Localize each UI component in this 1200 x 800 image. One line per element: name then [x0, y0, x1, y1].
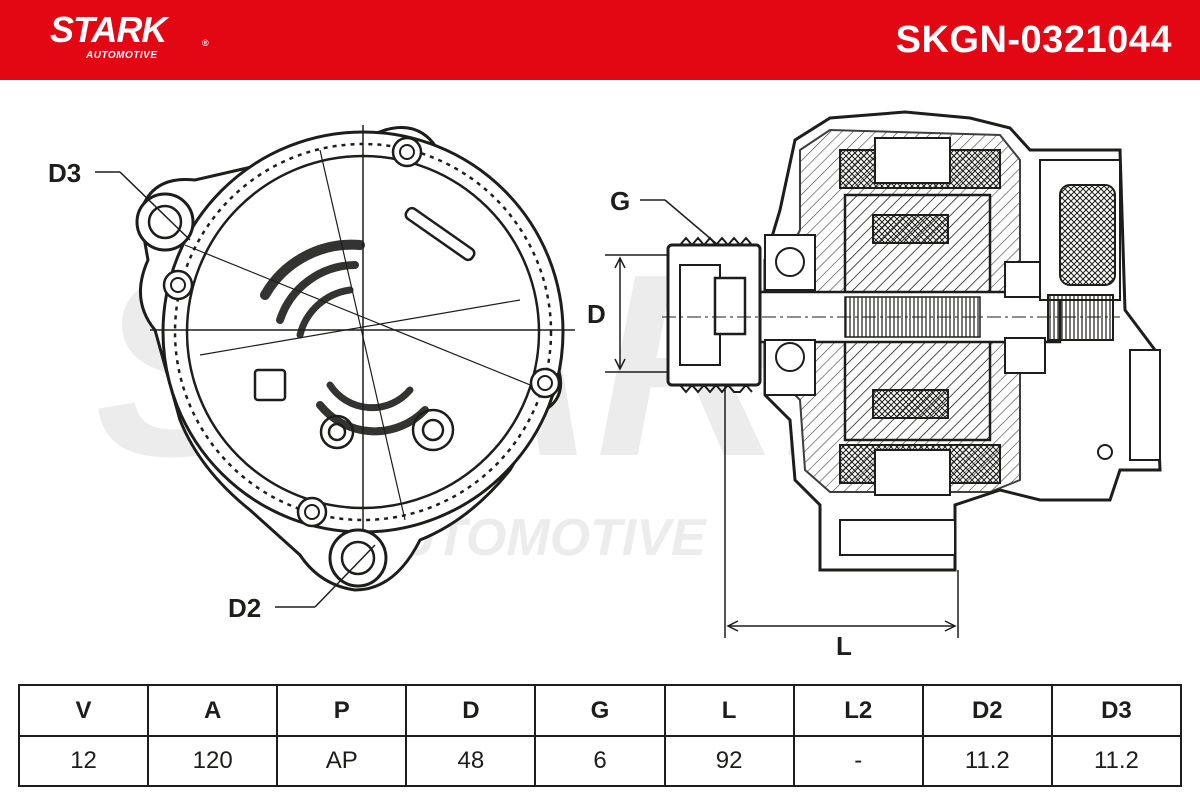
spec-value-l2: - [792, 735, 924, 787]
spec-header-row: V A P D G L L2 D2 D3 [17, 684, 1183, 737]
header-bar: STARK ® AUTOMOTIVE SKGN-0321044 [0, 0, 1200, 80]
part-number: SKGN-0321044 [895, 19, 1172, 61]
dimension-d3: D3 [48, 158, 191, 241]
stark-logo: STARK ® AUTOMOTIVE [50, 9, 209, 62]
spec-header-d: D [405, 684, 537, 737]
spec-header-d2: D2 [921, 684, 1053, 737]
alternator-front-view [135, 125, 575, 592]
spec-header-v: V [17, 684, 150, 737]
technical-drawing: STARK AUTOMOTIVE [48, 110, 1162, 661]
label-d3: D3 [48, 158, 81, 188]
dimension-d2: D2 [228, 544, 376, 623]
spec-header-g: G [534, 684, 666, 737]
spec-value-p: AP [276, 735, 408, 787]
spec-value-g: 6 [534, 735, 666, 787]
logo-subtitle: AUTOMOTIVE [86, 50, 158, 61]
spec-value-d: 48 [405, 735, 537, 787]
spec-header-a: A [147, 684, 279, 737]
spec-header-d3: D3 [1050, 684, 1183, 737]
spec-header-p: P [276, 684, 408, 737]
logo-brand: STARK [50, 9, 167, 50]
spec-value-v: 12 [17, 735, 150, 787]
spec-table: V A P D G L L2 D2 D3 12 120 AP 48 6 92 -… [17, 684, 1183, 787]
spec-header-l2: L2 [792, 684, 924, 737]
label-d2: D2 [228, 593, 261, 623]
spec-value-l: 92 [663, 735, 795, 787]
spec-value-a: 120 [147, 735, 279, 787]
label-g: G [610, 186, 630, 216]
spec-value-d3: 11.2 [1050, 735, 1183, 787]
spec-value-d2: 11.2 [921, 735, 1053, 787]
spec-value-row: 12 120 AP 48 6 92 - 11.2 11.2 [17, 735, 1183, 787]
dimension-g: G [610, 186, 719, 246]
dimension-l: L [724, 385, 959, 661]
logo-registered-mark: ® [202, 38, 209, 48]
label-l: L [836, 631, 852, 661]
dimension-d: D [587, 254, 668, 373]
alternator-side-section [662, 110, 1162, 572]
label-d: D [587, 299, 606, 329]
spec-header-l: L [663, 684, 795, 737]
